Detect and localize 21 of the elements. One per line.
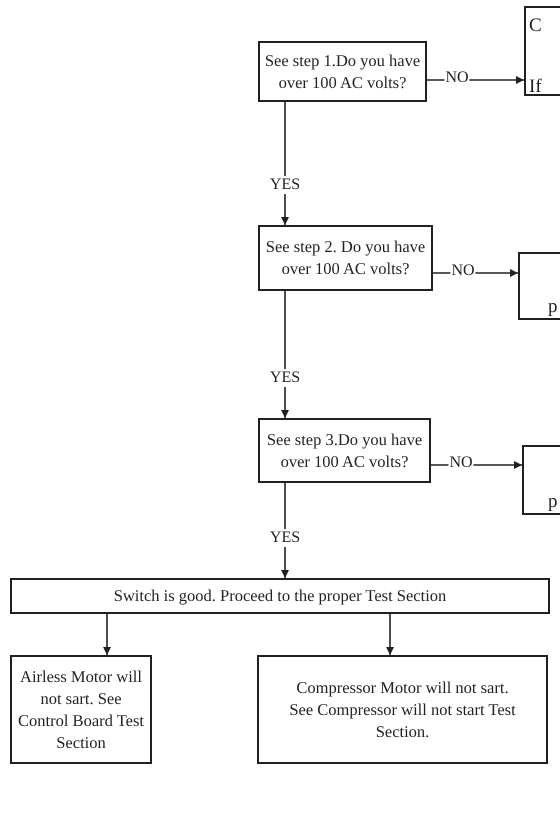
box-text: See step 3.Do you have over 100 AC volts? [266, 428, 424, 472]
process-box [257, 655, 548, 764]
edge-label: YES [268, 369, 302, 387]
edge-label: YES [268, 176, 302, 194]
process-box [258, 225, 433, 291]
process-box [258, 418, 431, 483]
box-text: Airless Motor will not sart. See Control Board Test Section [17, 666, 145, 754]
box-text: p [548, 296, 558, 318]
process-box [10, 655, 152, 764]
box-text: If [529, 76, 542, 98]
process-box [10, 578, 550, 614]
box-text: See step 2. Do you have over 100 AC volts? [264, 236, 426, 280]
box-text: p [548, 491, 558, 513]
box-text: Compressor Motor will not sart. See Compressor will not start Test Section. [289, 676, 516, 742]
edge-label: YES [268, 529, 302, 547]
box-text: C [529, 15, 542, 37]
arrow [386, 614, 394, 655]
arrow [103, 614, 112, 655]
box-text: See step 1.Do you have over 100 AC volts? [264, 50, 422, 94]
box-text: Switch is good. Proceed to the proper Test Section [114, 585, 446, 607]
process-box [258, 41, 427, 102]
